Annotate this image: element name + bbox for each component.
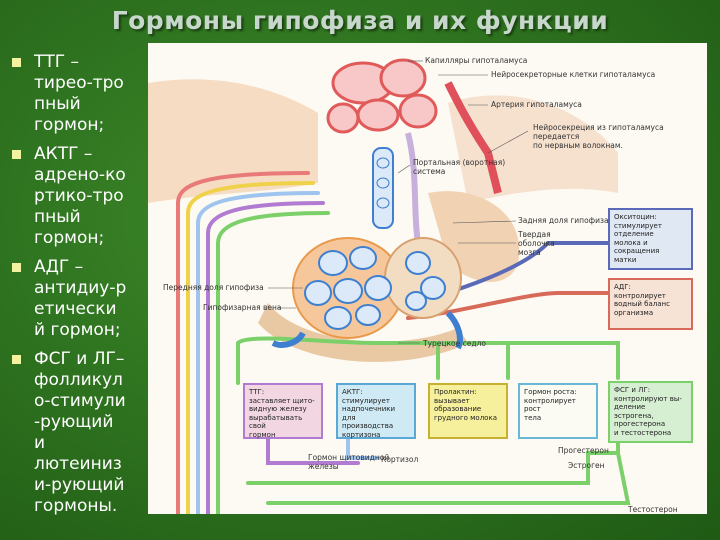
box-tsh: ТТГ: заставляет щито- видную железу выра…	[243, 383, 323, 439]
label-neurosecretory: Нейросекреторные клетки гипоталамуса	[491, 70, 656, 79]
slide-title: Гормоны гипофиза и их функции	[111, 6, 609, 35]
bullet-marker	[12, 58, 21, 67]
portal-system	[372, 132, 421, 244]
bullet-fsh-lh: ФСГ и ЛГ– фолликул о-стимули -рующий и л…	[10, 349, 145, 517]
pathway-purple	[206, 201, 325, 514]
label-posterior: Задняя доля гипофиза	[518, 216, 609, 225]
label-anterior: Передняя доля гипофиза	[163, 283, 264, 292]
sella-bone	[258, 303, 468, 362]
pathway-testosterone	[266, 451, 631, 505]
bullet-marker	[12, 355, 21, 364]
box-prolactin: Пролактин: вызывает образование грудного…	[428, 383, 508, 439]
label-vein: Гипофизарная вена	[203, 303, 282, 312]
pathway-blue	[196, 191, 320, 514]
label-dura: Твердая оболочка мозга	[518, 230, 555, 257]
pathway-green	[216, 211, 330, 514]
bullet-text: АКТГ – адрено-ко ртико-тро пный гормон;	[34, 144, 126, 248]
bullet-text: АДГ – антидиу-р етически й гормон;	[34, 257, 127, 340]
box-fsh-lh: ФСГ и ЛГ: контролируют вы- деление эстро…	[608, 381, 693, 443]
bullet-text: ФСГ и ЛГ– фолликул о-стимули -рующий и л…	[34, 349, 126, 516]
pathway-cortisol	[346, 436, 380, 460]
label-cortisol: Кортизол	[381, 455, 419, 464]
label-progesterone: Прогестерон	[558, 446, 609, 455]
label-capillaries: Капилляры гипоталамуса	[425, 56, 528, 65]
bullet-marker	[12, 263, 21, 272]
label-estrogen: Эстроген	[568, 461, 605, 470]
anatomy-drawing	[148, 58, 631, 514]
bullet-tsh: ТТГ – тирео-тро пный гормон;	[10, 52, 145, 136]
label-portal: Портальная (воротная) система	[413, 158, 506, 176]
box-oxytocin: Окситоцин: стимулирует отделение молока …	[608, 208, 693, 270]
bullet-acth: АКТГ – адрено-ко ртико-тро пный гормон;	[10, 144, 145, 249]
hypothalamic-artery	[444, 81, 502, 194]
box-growth-hormone: Гормон роста: контролирует рост тела	[518, 383, 598, 439]
label-artery: Артерия гипоталамуса	[491, 100, 582, 109]
bullet-list: ТТГ – тирео-тро пный гормон; АКТГ – адре…	[10, 52, 145, 525]
pathway-thyroid	[266, 436, 360, 465]
label-neurosecretion: Нейросекреция из гипоталамуса передается…	[533, 123, 664, 150]
hormone-pathways	[176, 171, 631, 514]
bullet-adh: АДГ – антидиу-р етически й гормон;	[10, 257, 145, 341]
bullet-marker	[12, 150, 21, 159]
pituitary-gland	[271, 237, 463, 350]
leader-lines	[268, 60, 529, 344]
bullet-text: ТТГ – тирео-тро пный гормон;	[34, 52, 124, 135]
label-thyroid-hormone: Гормон щитовидной железы	[308, 453, 390, 471]
pathway-yellow	[186, 181, 315, 514]
pituitary-illustration: Капилляры гипоталамуса Нейросекреторные …	[148, 43, 707, 514]
box-adh: АДГ: контролирует водный баланс организм…	[608, 278, 693, 330]
label-testosterone: Тестостерон	[628, 505, 678, 514]
label-sella: Турецкое седло	[423, 339, 486, 348]
pathway-progesterone	[246, 436, 620, 485]
box-acth: АКТГ: стимулирует надпочечники для произ…	[336, 383, 416, 439]
capillary-network	[326, 58, 438, 134]
pathway-red	[176, 171, 310, 514]
